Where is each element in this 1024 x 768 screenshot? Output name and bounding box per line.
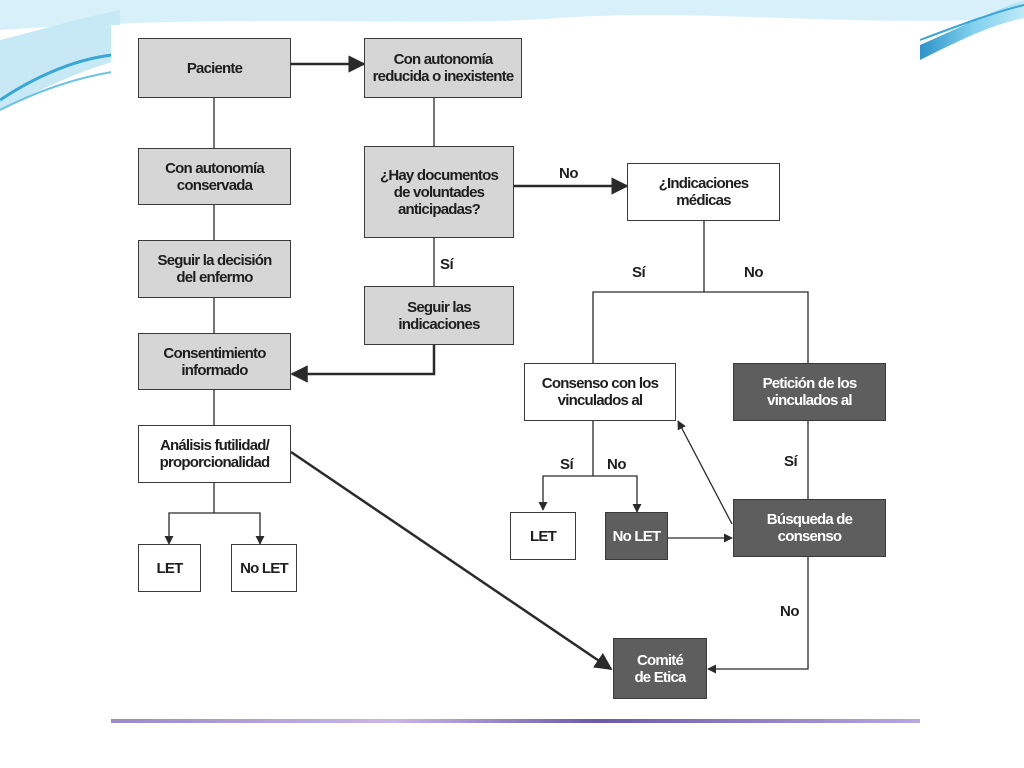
- label-si-consenso: Sí: [560, 456, 574, 473]
- node-consentimiento-informado: Consentimiento informado: [138, 333, 291, 390]
- node-seguir-decision: Seguir la decisión del enfermo: [138, 240, 291, 298]
- node-nolet-mid: No LET: [605, 512, 668, 560]
- node-indicaciones-medicas: ¿Indicaciones médicas: [627, 163, 780, 221]
- node-comite-etica: Comité de Etica: [613, 638, 707, 699]
- node-let-mid: LET: [510, 512, 576, 560]
- left-swoosh: [0, 10, 120, 110]
- node-documentos-voluntades: ¿Hay documentos de voluntades anticipada…: [364, 146, 514, 238]
- top-swoosh: [0, 0, 1024, 30]
- label-si-indicaciones: Sí: [632, 264, 646, 281]
- edge-analisis-to-let-split: [164, 483, 215, 545]
- edge-busqueda-no-to-comite: [707, 557, 809, 674]
- node-consenso-vinculados: Consenso con los vinculados al: [524, 363, 676, 421]
- label-no-busqueda: No: [780, 603, 800, 620]
- node-seguir-indicaciones: Seguir las indicaciones: [364, 286, 514, 345]
- node-let-left: LET: [138, 544, 201, 592]
- node-busqueda-consenso: Búsqueda de consenso: [733, 499, 886, 557]
- edge-indicaciones-to-consentimiento: [290, 345, 436, 383]
- right-swoosh: [920, 0, 1024, 60]
- node-peticion-vinculados: Petición de los vinculados al: [733, 363, 886, 421]
- node-analisis-futilidad: Análisis futilidad/ proporcionalidad: [138, 425, 291, 483]
- edge-branch-si: [592, 291, 704, 363]
- label-si-documentos: Sí: [440, 256, 454, 273]
- edge-analisis-to-comite: [290, 450, 613, 671]
- label-si-peticion: Sí: [784, 453, 798, 470]
- edge-busqueda-to-consenso: [677, 420, 733, 525]
- label-no-indicaciones: No: [744, 264, 764, 281]
- node-autonomia-conservada: Con autonomía conservada: [138, 148, 291, 205]
- node-autonomia-reducida: Con autonomía reducida o inexistente: [364, 38, 522, 98]
- edge-branch-no: [704, 291, 809, 363]
- edge-analisis-to-nolet-split: [214, 512, 265, 545]
- edge-consenso-si-to-let: [538, 475, 593, 511]
- node-nolet-left: No LET: [231, 544, 297, 592]
- label-no-documentos: No: [559, 165, 579, 182]
- node-paciente: Paciente: [138, 38, 291, 98]
- edge-consenso-no-to-nolet: [593, 475, 642, 513]
- slide-bottom-bar: [111, 719, 920, 723]
- label-no-consenso: No: [607, 456, 627, 473]
